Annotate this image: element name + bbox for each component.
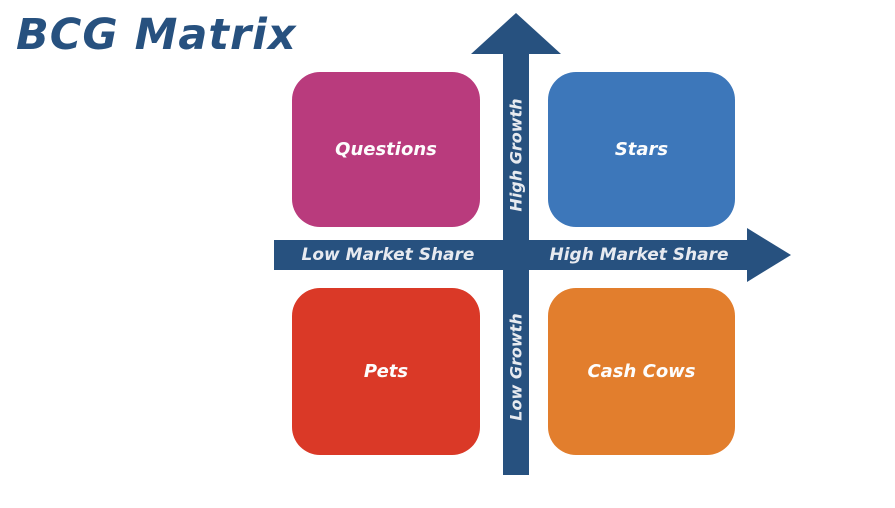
quadrant-pets: Pets: [292, 288, 480, 455]
quadrant-cash-cows: Cash Cows: [548, 288, 735, 455]
quadrant-label-pets: Pets: [363, 361, 409, 382]
arrow-right-icon: [747, 228, 791, 282]
page-title: BCG Matrix: [16, 10, 297, 60]
axis-label-high-growth: High Growth: [506, 98, 526, 212]
axis-label-low-market-share: Low Market Share: [301, 245, 475, 265]
arrow-up-icon: [471, 13, 561, 54]
axis-label-high-market-share: High Market Share: [549, 245, 729, 265]
quadrant-label-stars: Stars: [614, 139, 669, 160]
quadrant-questions: Questions: [292, 72, 480, 227]
axis-label-low-growth: Low Growth: [506, 313, 526, 421]
quadrant-label-questions: Questions: [335, 139, 437, 160]
quadrant-stars: Stars: [548, 72, 735, 227]
quadrant-label-cash-cows: Cash Cows: [587, 361, 696, 382]
horizontal-axis-shaft: [274, 240, 747, 270]
